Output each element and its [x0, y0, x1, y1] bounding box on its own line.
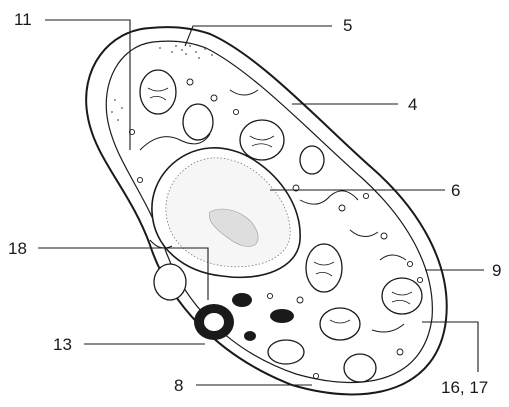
label-5: 5: [343, 16, 352, 35]
label-13: 13: [53, 335, 72, 354]
label-16-17: 16, 17: [441, 378, 488, 397]
label-18: 18: [8, 239, 27, 258]
label-11: 11: [14, 10, 32, 29]
label-4: 4: [408, 95, 417, 114]
label-6: 6: [451, 181, 460, 200]
label-8: 8: [174, 376, 183, 395]
label-9: 9: [492, 261, 501, 280]
